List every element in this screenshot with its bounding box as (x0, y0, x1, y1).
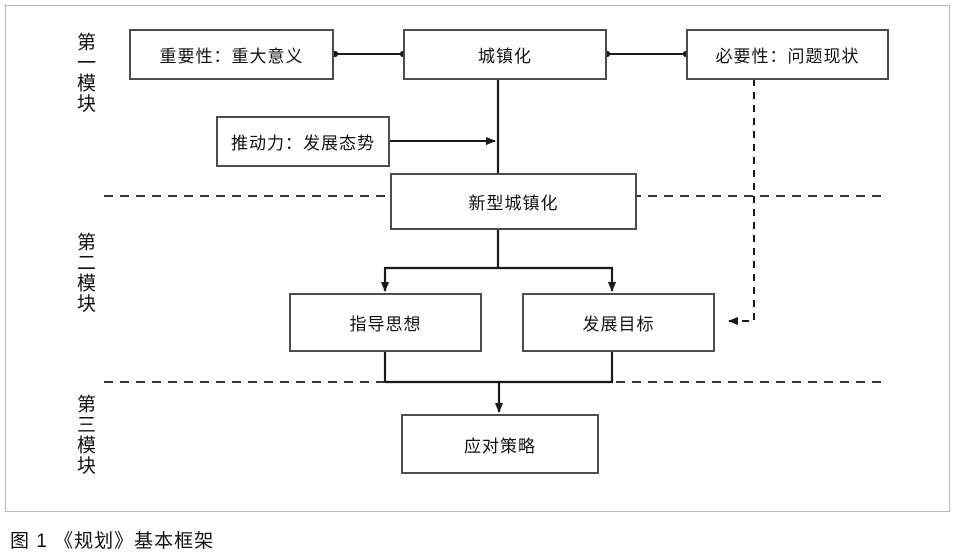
node-guiding-ideology[interactable]: 指导思想 (289, 293, 482, 352)
figure-caption: 图 1 《规划》基本框架 (10, 531, 215, 552)
module-label-3: 第三模块 (74, 394, 96, 476)
node-urbanization[interactable]: 城镇化 (403, 29, 607, 80)
figure-frame: 第一模块 第二模块 第三模块 重要性：重大意义 城镇化 必要性：问题现状 推动力… (5, 5, 950, 512)
node-necessity[interactable]: 必要性：问题现状 (686, 29, 889, 80)
node-driving-force[interactable]: 推动力：发展态势 (216, 116, 390, 167)
node-importance[interactable]: 重要性：重大意义 (129, 29, 334, 80)
node-development-goal[interactable]: 发展目标 (522, 293, 715, 352)
node-response-strategy[interactable]: 应对策略 (401, 414, 599, 474)
module-label-1: 第一模块 (74, 32, 96, 114)
connector-necessity-development-goal (728, 79, 755, 326)
node-new-urbanization[interactable]: 新型城镇化 (390, 173, 637, 230)
module-label-2: 第二模块 (74, 232, 96, 314)
